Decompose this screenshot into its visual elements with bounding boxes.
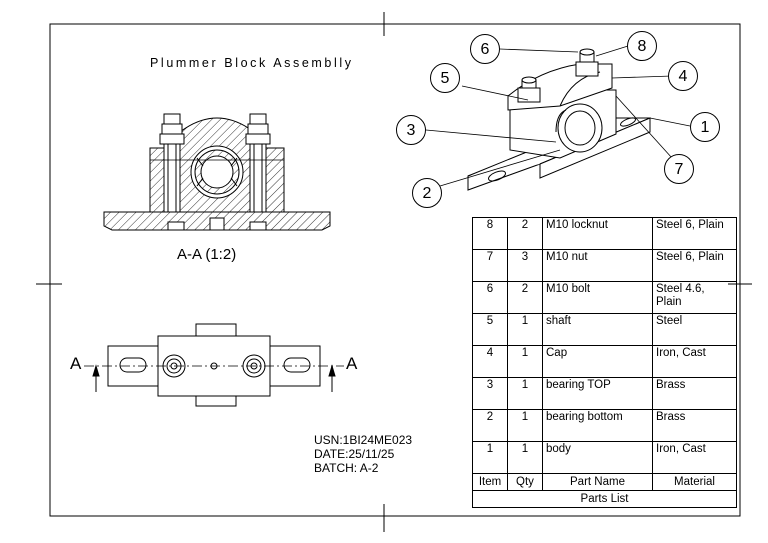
cell-qty: 3: [507, 249, 543, 282]
cut-label-left: A: [70, 354, 82, 373]
usn-text: USN:1BI24ME023: [314, 433, 413, 447]
section-view: [103, 113, 331, 231]
balloon-7: 7: [664, 154, 694, 184]
header-item: Item: [472, 473, 508, 491]
cell-qty: 1: [507, 409, 543, 442]
cell-material: Steel 6, Plain: [652, 217, 737, 250]
balloon-6: 6: [470, 34, 500, 64]
cell-item: 8: [472, 217, 508, 250]
parts-list-caption: Parts List: [472, 490, 737, 508]
batch-text: BATCH: A-2: [314, 461, 379, 475]
cell-qty: 2: [507, 217, 543, 250]
cell-material: Brass: [652, 409, 737, 442]
cell-part-name: M10 locknut: [542, 217, 653, 250]
student-info: USN:1BI24ME023 DATE:25/11/25 BATCH: A-2: [314, 433, 412, 475]
sheet-border: [49, 23, 741, 517]
cell-material: Brass: [652, 377, 737, 410]
cell-material: Steel 4.6, Plain: [652, 281, 737, 314]
cell-item: 4: [472, 345, 508, 378]
cell-item: 7: [472, 249, 508, 282]
cut-label-right: A: [346, 354, 358, 373]
cell-item: 2: [472, 409, 508, 442]
cell-item: 6: [472, 281, 508, 314]
balloon-2: 2: [412, 178, 442, 208]
balloon-4: 4: [668, 61, 698, 91]
cell-part-name: bearing bottom: [542, 409, 653, 442]
cell-qty: 1: [507, 377, 543, 410]
leader-lines: [425, 45, 691, 187]
cell-item: 3: [472, 377, 508, 410]
cell-qty: 1: [507, 313, 543, 346]
cell-part-name: M10 bolt: [542, 281, 653, 314]
balloon-1: 1: [690, 112, 720, 142]
cell-part-name: Cap: [542, 345, 653, 378]
cell-material: Iron, Cast: [652, 441, 737, 474]
plan-view: [84, 323, 344, 407]
balloon-3: 3: [396, 115, 426, 145]
cell-material: Steel: [652, 313, 737, 346]
drawing-title: Plummer Block Assemblly: [150, 56, 354, 70]
header-qty: Qty: [507, 473, 543, 491]
cell-item: 1: [472, 441, 508, 474]
cell-part-name: shaft: [542, 313, 653, 346]
cell-material: Iron, Cast: [652, 345, 737, 378]
parts-list-header: Item Qty Part Name Material: [472, 473, 737, 491]
parts-list-caption-row: Parts List: [472, 490, 737, 508]
cell-qty: 1: [507, 345, 543, 378]
date-text: DATE:25/11/25: [314, 447, 395, 461]
isometric-view: [467, 48, 651, 191]
cell-part-name: bearing TOP: [542, 377, 653, 410]
cell-part-name: body: [542, 441, 653, 474]
balloon-8: 8: [627, 31, 657, 61]
cell-qty: 2: [507, 281, 543, 314]
cell-part-name: M10 nut: [542, 249, 653, 282]
section-label: A-A (1:2): [177, 246, 237, 263]
cell-qty: 1: [507, 441, 543, 474]
header-part-name: Part Name: [542, 473, 653, 491]
cell-item: 5: [472, 313, 508, 346]
cell-material: Steel 6, Plain: [652, 249, 737, 282]
header-material: Material: [652, 473, 737, 491]
balloon-5: 5: [430, 63, 460, 93]
